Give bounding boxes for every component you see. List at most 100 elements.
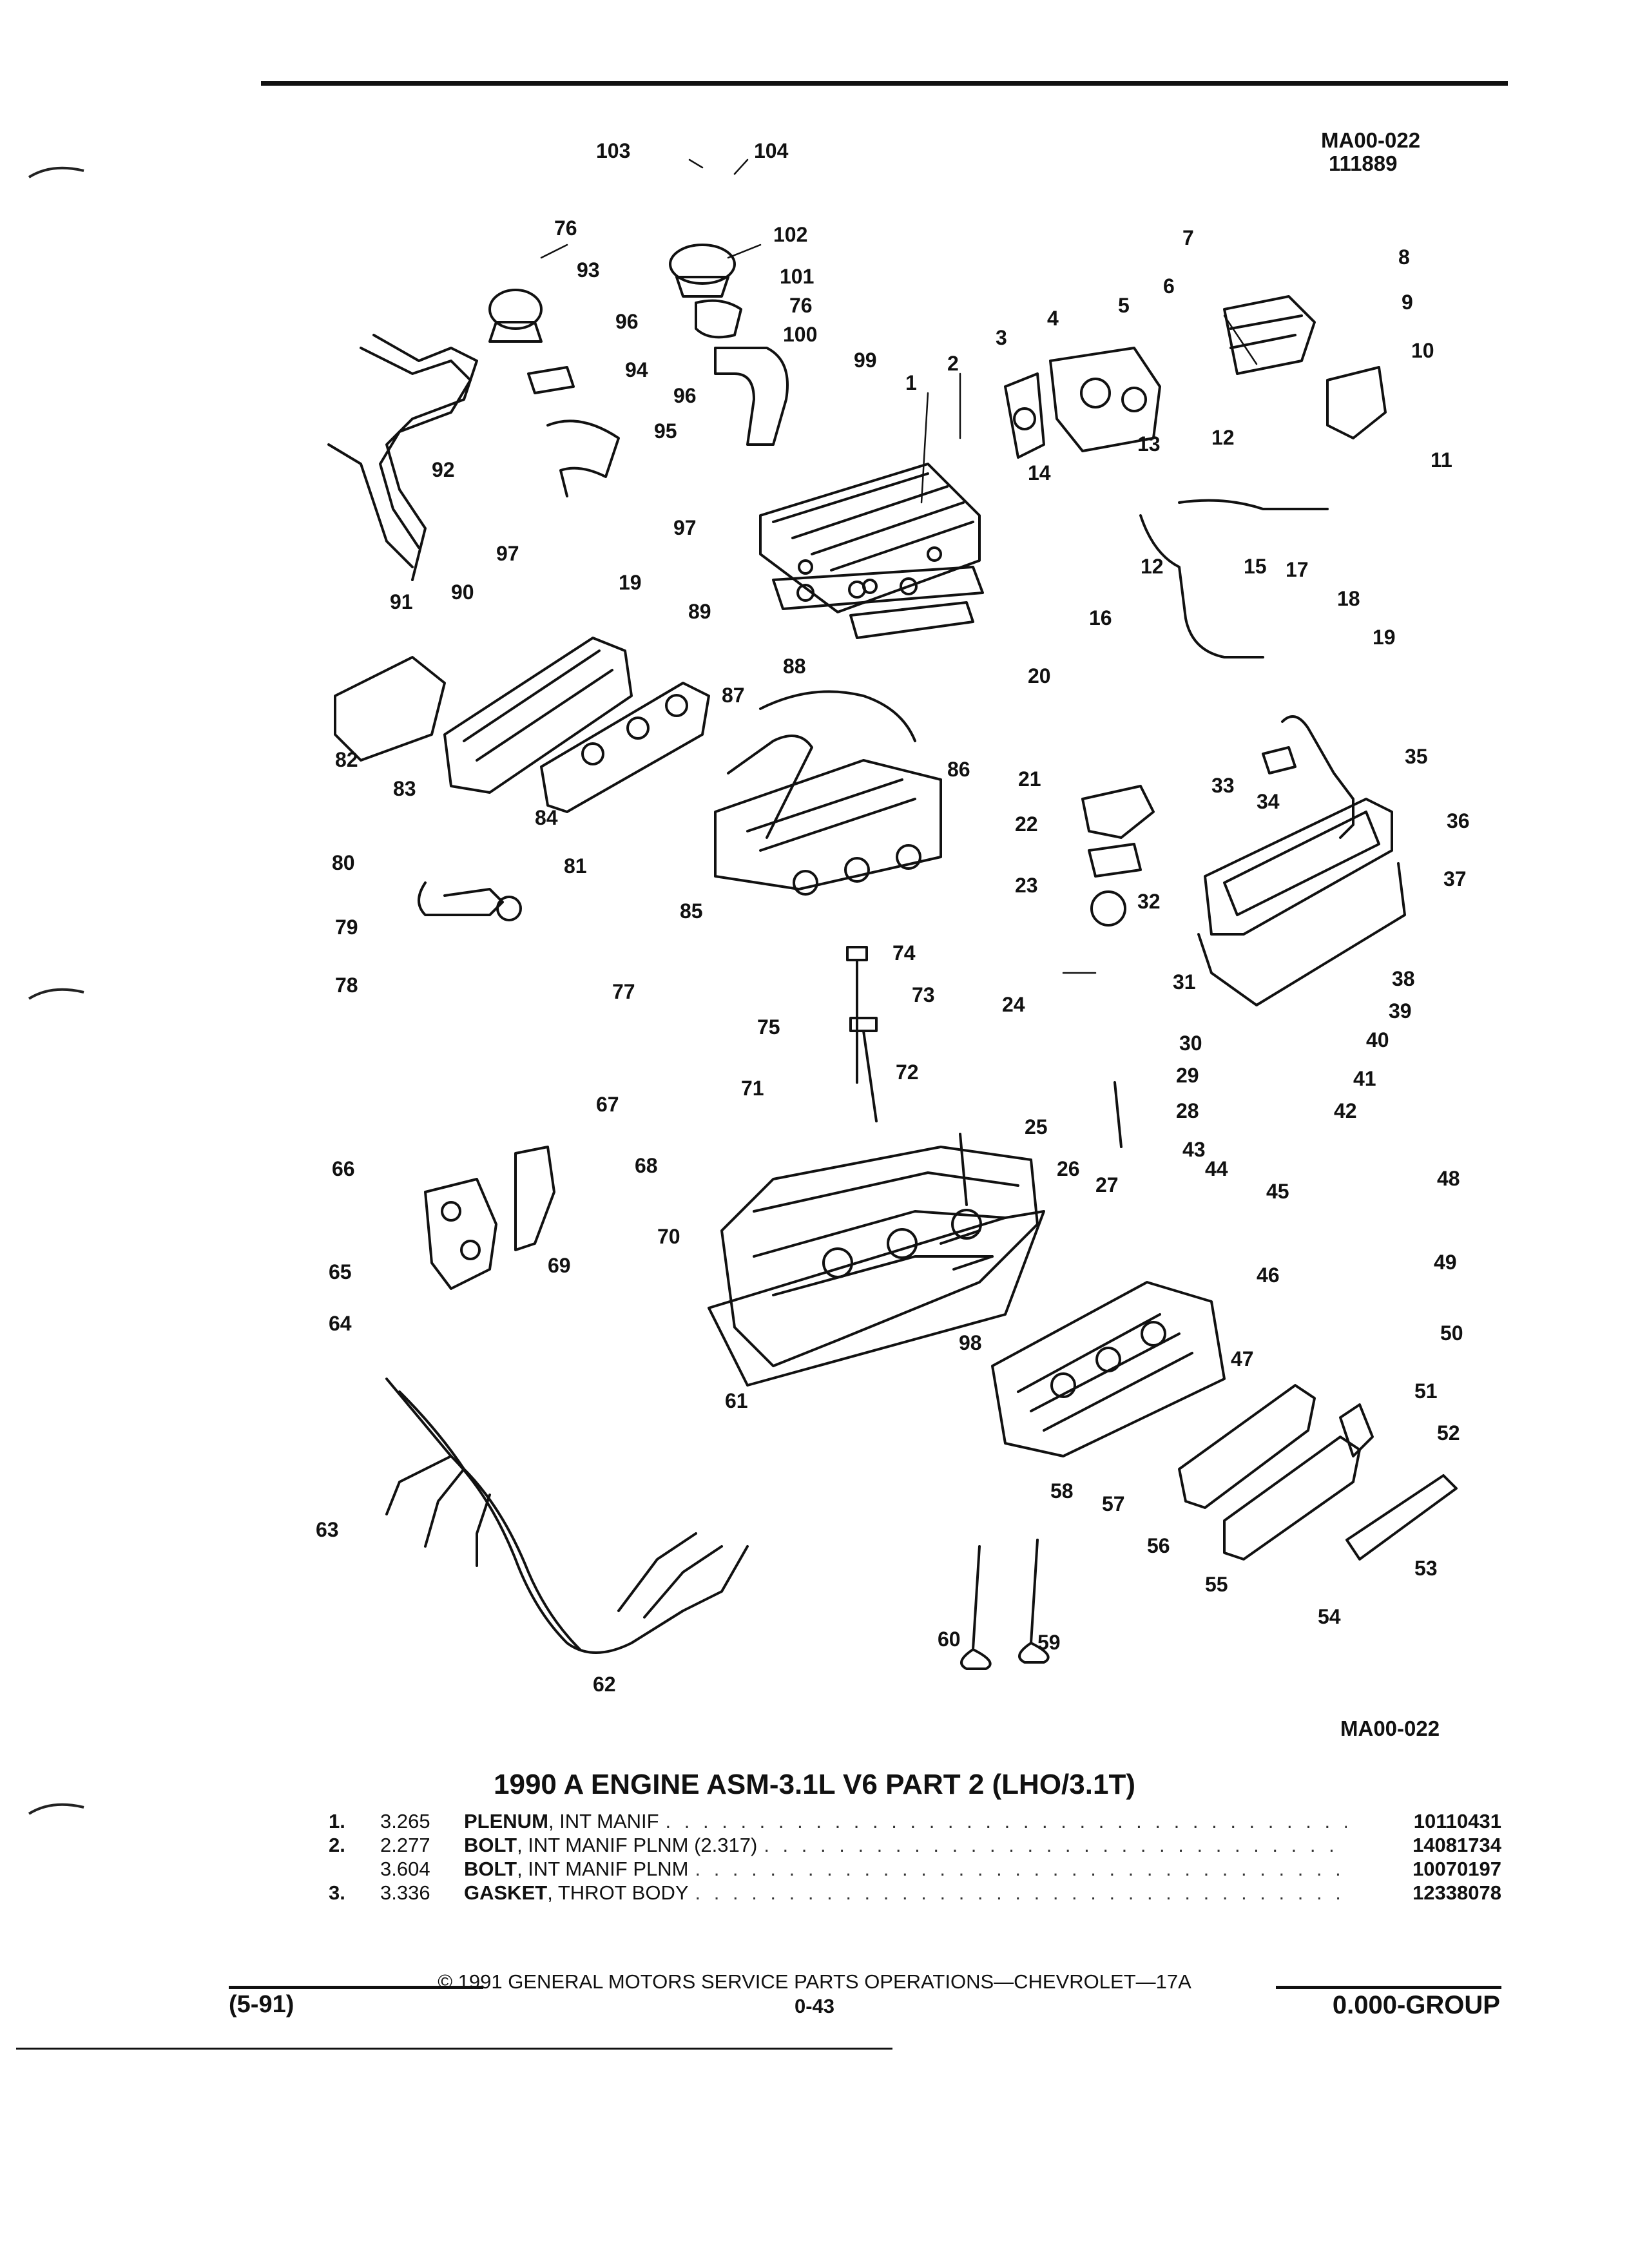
callout-87: 87 [722, 684, 745, 707]
callout-50: 50 [1440, 1321, 1463, 1345]
callout-52: 52 [1437, 1421, 1460, 1445]
callout-68: 68 [635, 1154, 658, 1177]
callout-88: 88 [783, 655, 806, 678]
part-code: 3.604 [380, 1858, 430, 1880]
callout-98: 98 [959, 1331, 982, 1354]
callout-19: 19 [1373, 626, 1396, 649]
callout-99: 99 [854, 349, 877, 372]
callout-32: 32 [1137, 890, 1161, 913]
exhaust-manifold-part [1178, 1384, 1374, 1561]
callout-41: 41 [1353, 1067, 1376, 1090]
callout-49: 49 [1434, 1251, 1457, 1274]
callout-97: 97 [673, 516, 697, 539]
callout-2: 2 [947, 352, 959, 375]
pcv-hose-part [1139, 499, 1329, 658]
thermostat-housing-part [1081, 785, 1155, 927]
callout-28: 28 [1176, 1099, 1199, 1122]
leader-lines [540, 159, 1258, 974]
callout-69: 69 [548, 1254, 571, 1277]
callout-95: 95 [654, 419, 677, 443]
callout-51: 51 [1414, 1379, 1438, 1403]
part-code: 3.336 [380, 1881, 430, 1904]
callout-86: 86 [947, 758, 970, 781]
heat-shield-part [1345, 1474, 1458, 1561]
group-label: 0.000-GROUP [1332, 1991, 1500, 2019]
callout-42: 42 [1334, 1099, 1357, 1122]
callout-78: 78 [335, 974, 358, 997]
exhaust-manifold-part [334, 637, 710, 813]
callout-70: 70 [657, 1225, 680, 1248]
callout-15: 15 [1244, 555, 1267, 578]
callout-27: 27 [1095, 1173, 1119, 1196]
callout-23: 23 [1015, 874, 1038, 897]
cylinder-head-part [991, 1281, 1226, 1457]
part-code: 3.265 [380, 1810, 430, 1832]
part-number: 10070197 [1412, 1858, 1501, 1880]
callout-55: 55 [1205, 1573, 1228, 1596]
callout-24: 24 [1002, 993, 1025, 1016]
callout-85: 85 [680, 899, 703, 923]
part-index: 1. [329, 1810, 345, 1832]
callout-58: 58 [1050, 1479, 1074, 1503]
callout-46: 46 [1257, 1264, 1280, 1287]
margin-mark [28, 166, 84, 178]
valve-part [960, 1539, 1050, 1670]
callout-6: 6 [1163, 274, 1175, 298]
callout-59: 59 [1037, 1631, 1061, 1654]
callout-76: 76 [789, 294, 813, 317]
callout-75: 75 [757, 1015, 780, 1039]
callout-5: 5 [1118, 294, 1130, 317]
part-name: BOLT, INT MANIF PLNM (2.317) [464, 1834, 758, 1856]
footer-rule-left [229, 1986, 483, 1989]
callout-73: 73 [912, 983, 935, 1006]
callout-25: 25 [1025, 1115, 1048, 1139]
callout-56: 56 [1147, 1534, 1170, 1557]
part-name: GASKET, THROT BODY [464, 1881, 689, 1904]
drawing-id-bottom: MA00-022 [1340, 1716, 1440, 1740]
callout-17: 17 [1286, 558, 1309, 581]
callout-38: 38 [1392, 967, 1415, 990]
part-code: 2.277 [380, 1834, 430, 1856]
egr-pipe-part [527, 366, 620, 497]
callout-11: 11 [1431, 448, 1452, 472]
callout-65: 65 [329, 1260, 352, 1283]
callout-43: 43 [1182, 1138, 1206, 1161]
callout-36: 36 [1447, 809, 1470, 832]
callout-63: 63 [316, 1518, 339, 1541]
callout-13: 13 [1137, 432, 1161, 456]
plenum-gasket-part [772, 566, 984, 639]
margin-mark [28, 988, 84, 1000]
callout-35: 35 [1405, 745, 1428, 768]
callout-12: 12 [1211, 426, 1235, 449]
callout-4: 4 [1047, 307, 1059, 330]
parts-row: 3.604 BOLT, INT MANIF PLNM . . . . . . .… [380, 1858, 1501, 1880]
part-number: 12338078 [1412, 1881, 1501, 1904]
fuel-rail-part [714, 690, 942, 896]
callout-103: 103 [596, 139, 630, 162]
callout-31: 31 [1173, 970, 1196, 994]
callout-62: 62 [593, 1673, 616, 1696]
callout-96: 96 [673, 384, 697, 407]
part-number: 14081734 [1412, 1834, 1501, 1856]
page-number: 0-43 [794, 1995, 835, 2017]
drawing-id: MA00-022 [1321, 128, 1421, 152]
callout-64: 64 [329, 1312, 352, 1335]
callout-71: 71 [741, 1077, 764, 1100]
callout-77: 77 [612, 980, 635, 1003]
callout-53: 53 [1414, 1557, 1438, 1580]
callout-61: 61 [725, 1389, 748, 1412]
idle-valve-part [1223, 295, 1387, 439]
callout-22: 22 [1015, 812, 1038, 836]
part-name: BOLT, INT MANIF PLNM [464, 1858, 689, 1880]
callout-14: 14 [1028, 461, 1051, 485]
page-title: 1990 A ENGINE ASM-3.1L V6 PART 2 (LHO/3.… [494, 1769, 1135, 1800]
callout-104: 104 [754, 139, 789, 162]
callout-83: 83 [393, 777, 416, 800]
callout-94: 94 [625, 358, 648, 381]
top-rule [261, 81, 1508, 86]
head-gasket-part [708, 1210, 1045, 1387]
wiring-harness-part [385, 1378, 749, 1654]
callout-33: 33 [1211, 774, 1235, 797]
callout-1: 1 [905, 371, 917, 394]
engine-bracket-part [424, 1146, 555, 1290]
